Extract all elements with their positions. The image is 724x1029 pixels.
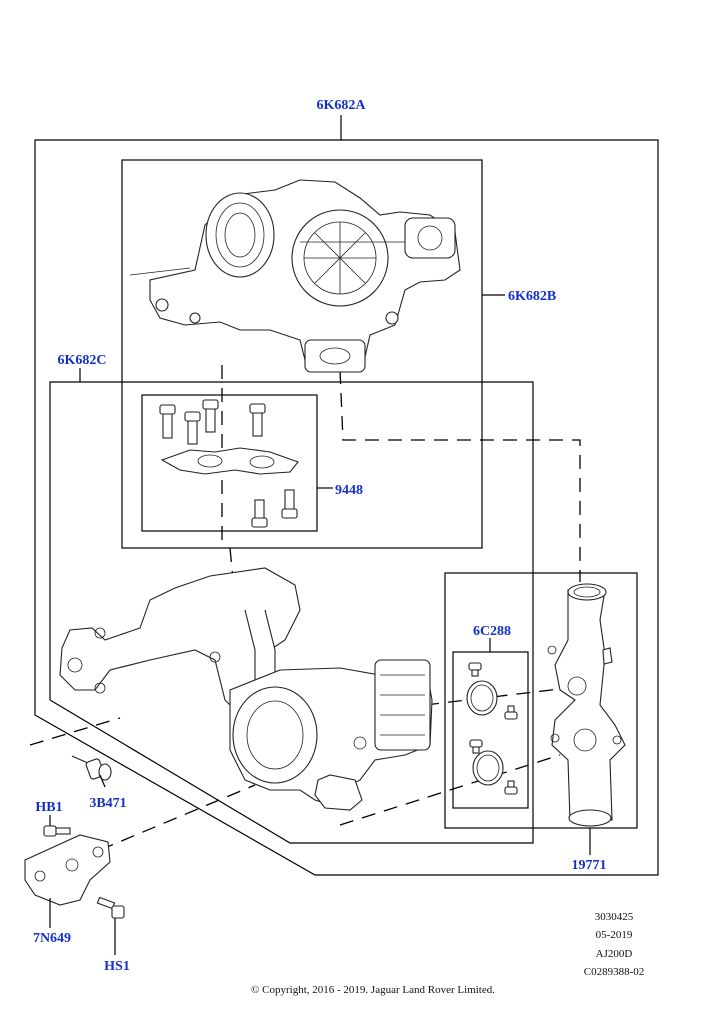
seal-kit-illustration xyxy=(466,662,518,795)
reference-engine: AJ200D xyxy=(596,948,633,960)
callout-7N649[interactable]: 7N649 xyxy=(33,931,71,946)
bolt-hs1-illustration xyxy=(96,896,125,919)
turbocharger-lower-illustration xyxy=(59,567,433,811)
reference-number: 3030425 xyxy=(595,911,634,923)
callout-6K682A[interactable]: 6K682A xyxy=(317,98,367,113)
outlet-pipe-frame xyxy=(444,572,638,855)
callout-3B471[interactable]: 3B471 xyxy=(89,796,126,811)
reference-date: 05-2019 xyxy=(596,929,633,941)
gasket-kit-frame xyxy=(141,394,333,532)
turbocharger-upper-illustration xyxy=(129,179,461,373)
gasket-kit-illustration xyxy=(159,399,299,528)
dashed-guides xyxy=(29,365,581,851)
callout-6K682C[interactable]: 6K682C xyxy=(58,353,107,368)
callout-9448[interactable]: 9448 xyxy=(335,483,363,498)
bolt-hb1-illustration xyxy=(43,825,71,837)
turbo-lower-frame xyxy=(49,368,534,844)
callout-6C288[interactable]: 6C288 xyxy=(473,624,511,639)
callout-19771[interactable]: 19771 xyxy=(572,858,607,873)
callout-HS1[interactable]: HS1 xyxy=(104,959,130,974)
outlet-pipe-illustration xyxy=(547,583,626,827)
callout-HB1[interactable]: HB1 xyxy=(35,800,62,815)
reference-illustration-id: C0289388-02 xyxy=(584,966,645,978)
seal-kit-frame xyxy=(452,638,529,809)
leader-lines xyxy=(49,774,116,955)
assembly-frame-6K682A xyxy=(34,115,659,876)
copyright-notice: © Copyright, 2016 - 2019. Jaguar Land Ro… xyxy=(251,984,495,996)
callout-6K682B[interactable]: 6K682B xyxy=(508,289,556,304)
bracket-illustration xyxy=(24,834,111,906)
turbo-upper-frame xyxy=(121,159,505,549)
sensor-illustration xyxy=(71,755,112,781)
